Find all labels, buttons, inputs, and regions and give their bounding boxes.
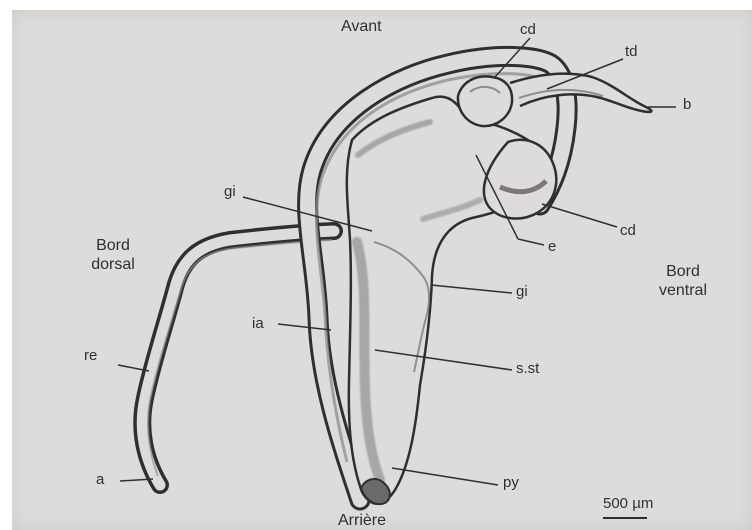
label-gi-right: gi xyxy=(516,284,528,300)
label-cd-top: cd xyxy=(520,22,536,38)
label-bord-dorsal-line-1: Bord xyxy=(73,236,153,255)
label-td: td xyxy=(625,44,638,60)
label-bord-ventral-line-1: Bord xyxy=(638,262,728,281)
label-py: py xyxy=(503,475,519,491)
label-bord-ventral-line-2: ventral xyxy=(638,281,728,300)
label-cd-right: cd xyxy=(620,223,636,239)
label-e: e xyxy=(548,239,556,255)
scale-label: 500 µm xyxy=(603,496,653,512)
label-arriere: Arrière xyxy=(338,513,386,529)
label-ia: ia xyxy=(252,316,264,332)
label-s-st: s.st xyxy=(516,361,539,377)
label-bord-ventral: Bord ventral xyxy=(638,262,728,300)
label-bord-dorsal: Bord dorsal xyxy=(73,236,153,274)
label-b: b xyxy=(683,97,691,113)
scale-bar xyxy=(603,517,647,519)
terminal-duct xyxy=(510,74,651,112)
bulb xyxy=(458,76,512,126)
label-a: a xyxy=(96,472,104,488)
label-avant: Avant xyxy=(341,19,382,35)
label-gi-left: gi xyxy=(224,184,236,200)
label-bord-dorsal-line-2: dorsal xyxy=(73,255,153,274)
label-re: re xyxy=(84,348,97,364)
